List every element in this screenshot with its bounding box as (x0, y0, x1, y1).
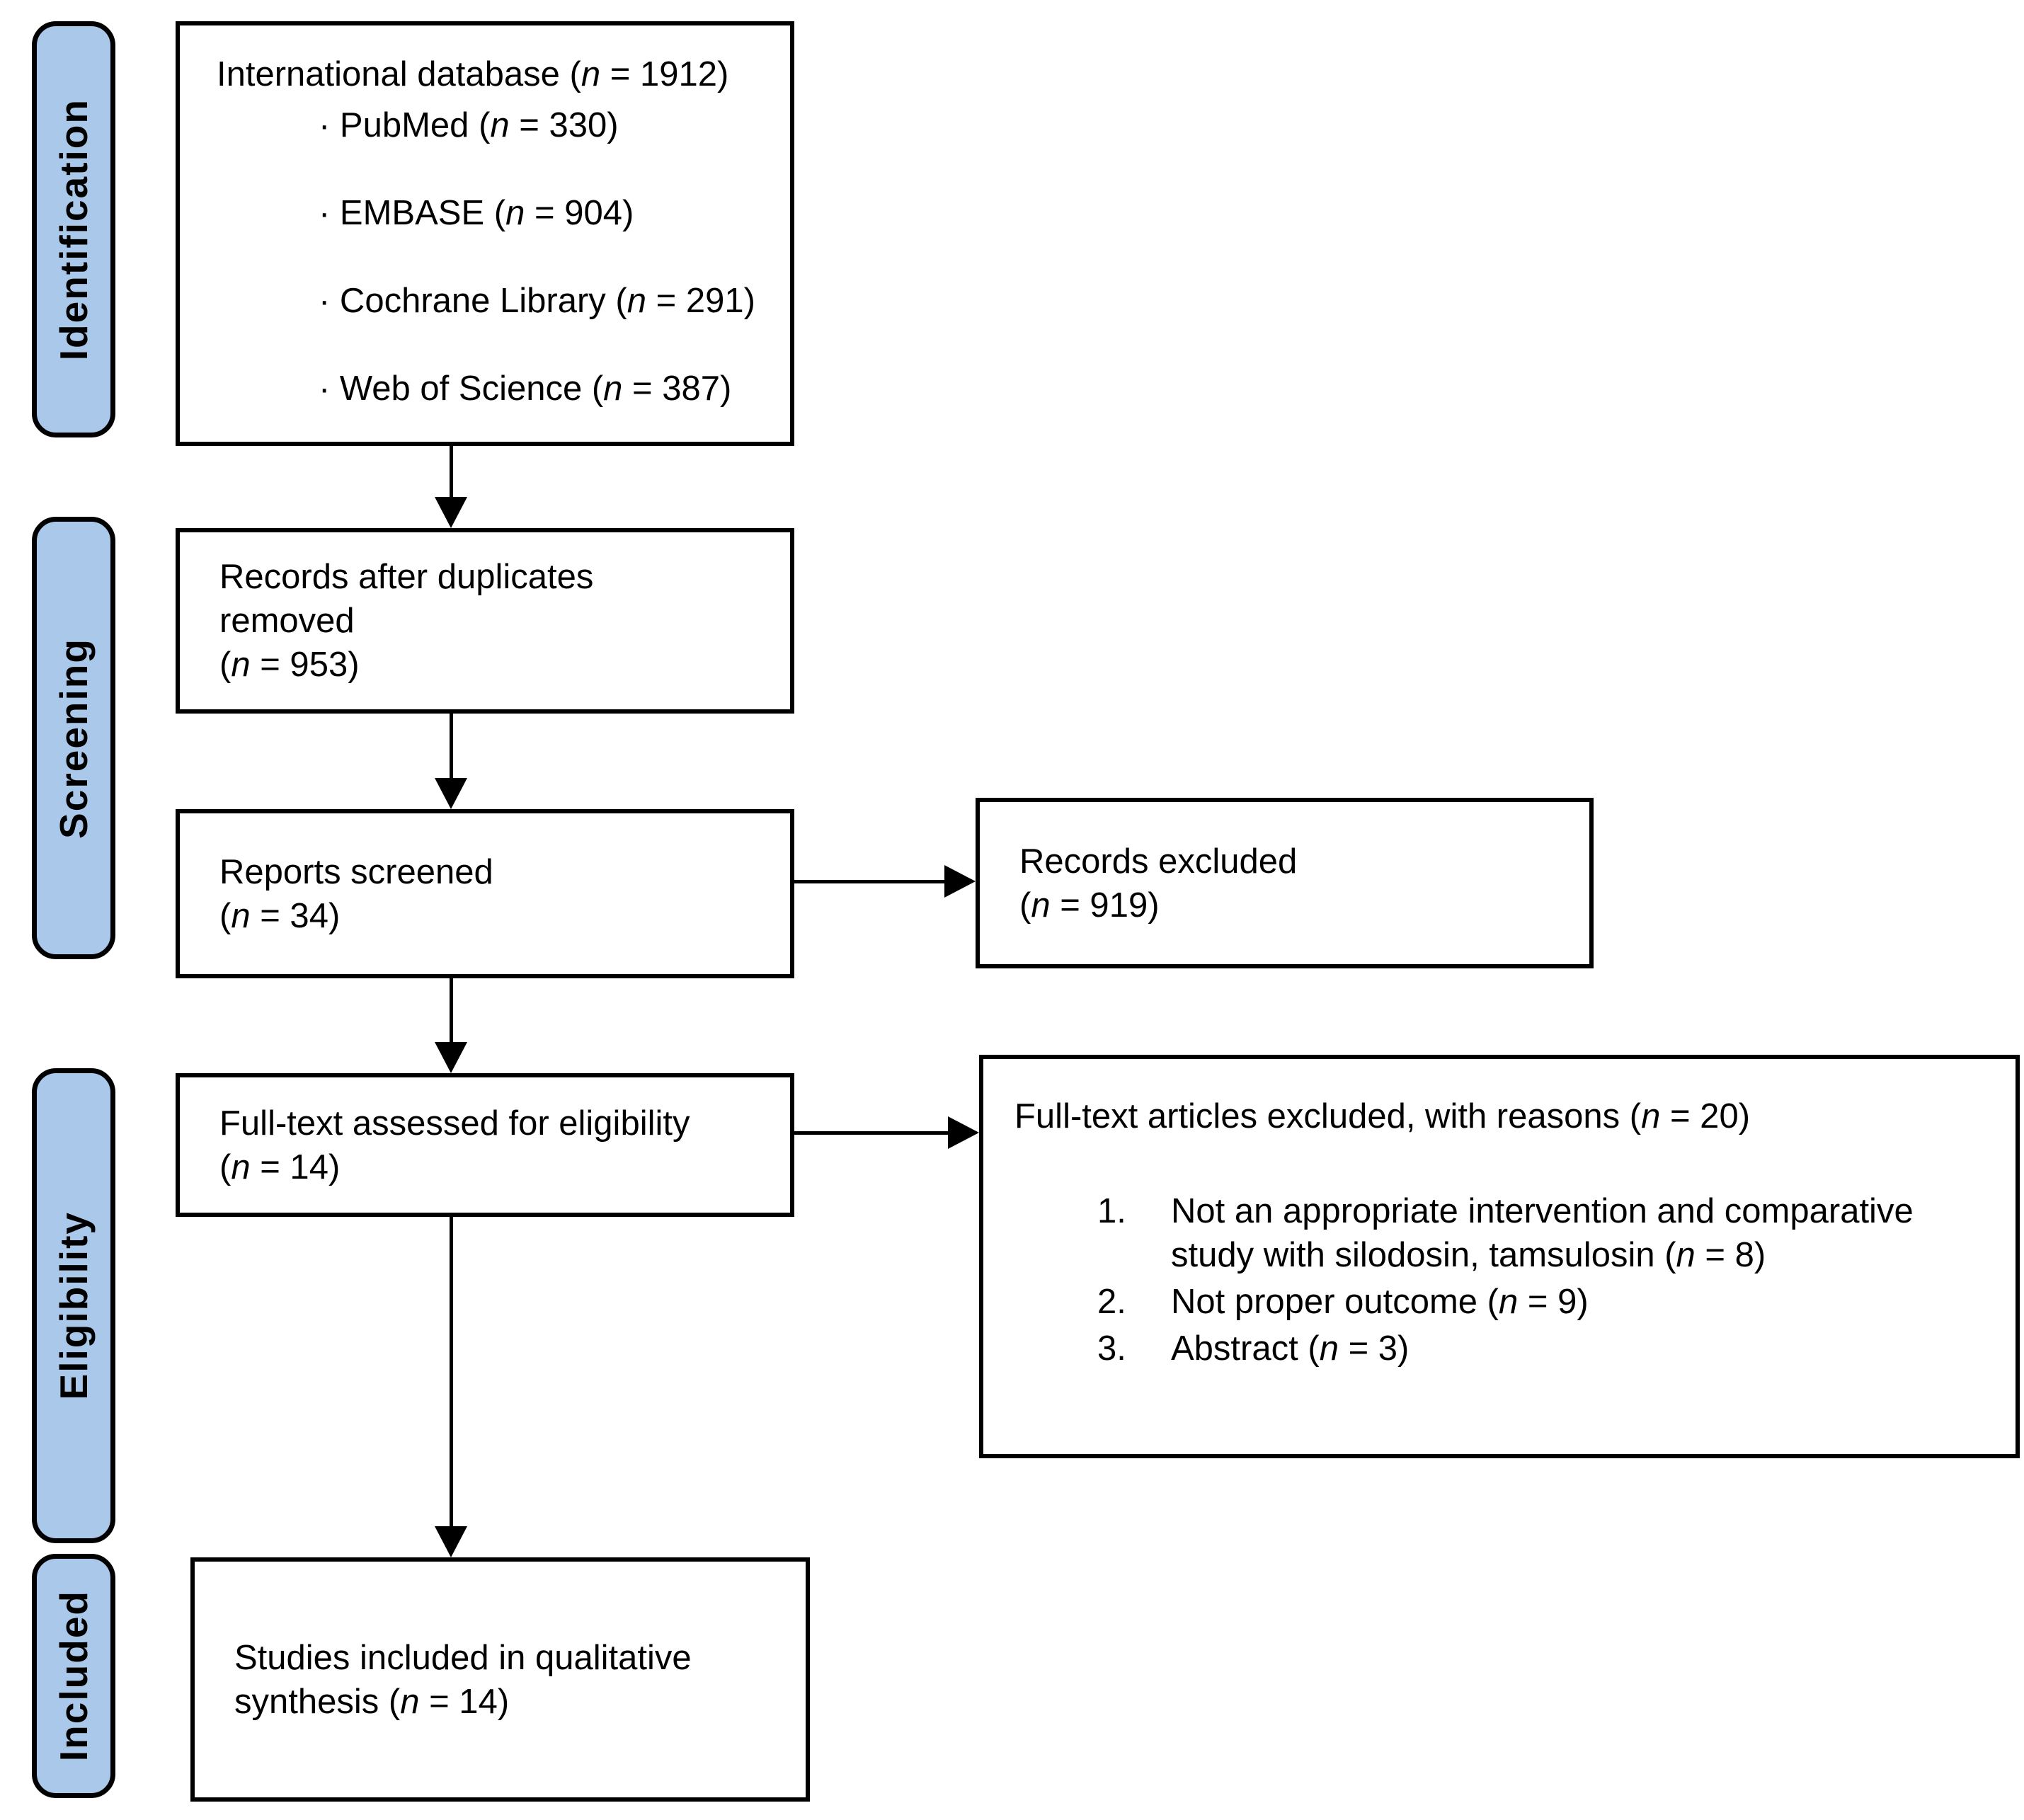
box-line: Full-text assessed for eligibility (219, 1104, 690, 1143)
database-title: International database (n = 1912) (217, 55, 729, 93)
box-international-database: International database (n = 1912) · PubM… (176, 21, 794, 446)
box-line: Records after duplicates (219, 558, 594, 596)
reason-item: 1. Not an appropriate intervention and co… (1097, 1189, 1987, 1277)
database-sources: · PubMed (n = 330) · EMBASE (n = 904) · Co… (217, 103, 770, 411)
box-studies-included: Studies included in qualitative synthesis… (190, 1557, 810, 1802)
arrow-down-2-head (435, 778, 467, 809)
box-line-n: (n = 34) (219, 896, 341, 935)
box-records-excluded-text: Records excluded (n = 919) (1019, 840, 1561, 927)
arrow-down-1-shaft (450, 446, 453, 498)
reason-text: Abstract (n = 3) (1171, 1329, 1410, 1368)
arrow-down-3-head (435, 1042, 467, 1073)
reason-item: 3. Abstract (n = 3) (1097, 1327, 1987, 1370)
box-fulltext-assessed: Full-text assessed for eligibility (n = 1… (176, 1073, 794, 1217)
arrow-right-records-excluded-head (944, 865, 976, 898)
reason-item: 2. Not proper outcome (n = 9) (1097, 1280, 1987, 1324)
box-line-n: (n = 14) (219, 1147, 341, 1186)
arrow-down-4-head (435, 1526, 467, 1557)
box-line: Studies included in qualitative (234, 1638, 692, 1677)
arrow-right-fulltext-excluded-head (948, 1116, 979, 1149)
stage-label-screening: Screening (32, 517, 115, 959)
box-fulltext-excluded: Full-text articles excluded, with reason… (979, 1055, 2020, 1458)
reason-number: 2. (1097, 1283, 1126, 1321)
stage-label-identification-text: Identification (52, 98, 96, 361)
stage-label-eligibility: Eligibility (32, 1068, 115, 1543)
fulltext-excluded-reasons: 1. Not an appropriate intervention and co… (1014, 1189, 1987, 1370)
arrow-down-3-shaft (450, 978, 453, 1043)
stage-label-included-text: Included (52, 1590, 96, 1762)
arrow-right-fulltext-excluded-shaft (794, 1131, 949, 1135)
arrow-down-1-head (435, 497, 467, 528)
stage-label-included: Included (32, 1554, 115, 1798)
reason-text: Not proper outcome (n = 9) (1171, 1283, 1589, 1321)
reason-number: 1. (1097, 1192, 1126, 1230)
box-included-text: Studies included in qualitative synthesis… (234, 1636, 777, 1724)
box-line: Records excluded (1019, 842, 1298, 881)
database-source-item: · Web of Science (n = 387) (319, 370, 732, 408)
arrow-down-4-shaft (450, 1217, 453, 1528)
database-source-item: · EMBASE (n = 904) (319, 194, 634, 232)
box-line-n: (n = 919) (1019, 886, 1160, 925)
box-line: removed (219, 602, 355, 640)
box-duplicates-removed: Records after duplicates removed (n = 953) (176, 528, 794, 714)
box-fulltext-text: Full-text assessed for eligibility (n = 1… (219, 1101, 762, 1189)
box-line-n: (n = 953) (219, 646, 360, 684)
stage-label-identification: Identification (32, 21, 115, 437)
database-source-item: · PubMed (n = 330) (319, 106, 619, 144)
stage-label-eligibility-text: Eligibility (52, 1211, 96, 1400)
box-records-excluded: Records excluded (n = 919) (976, 798, 1594, 968)
arrow-right-records-excluded-shaft (794, 880, 946, 883)
box-reports-screened: Reports screened (n = 34) (176, 809, 794, 978)
stage-label-screening-text: Screening (52, 637, 96, 839)
reason-text: Not an appropriate intervention and comp… (1171, 1192, 1914, 1274)
box-duplicates-text: Records after duplicates removed (n = 953) (219, 555, 762, 687)
arrow-down-2-shaft (450, 714, 453, 779)
database-source-item: · Cochrane Library (n = 291) (319, 282, 755, 320)
box-screened-text: Reports screened (n = 34) (219, 850, 762, 938)
box-line: Reports screened (219, 852, 493, 891)
box-line: synthesis (n = 14) (234, 1682, 510, 1721)
fulltext-excluded-title: Full-text articles excluded, with reason… (1014, 1097, 1751, 1135)
reason-number: 3. (1097, 1329, 1126, 1368)
